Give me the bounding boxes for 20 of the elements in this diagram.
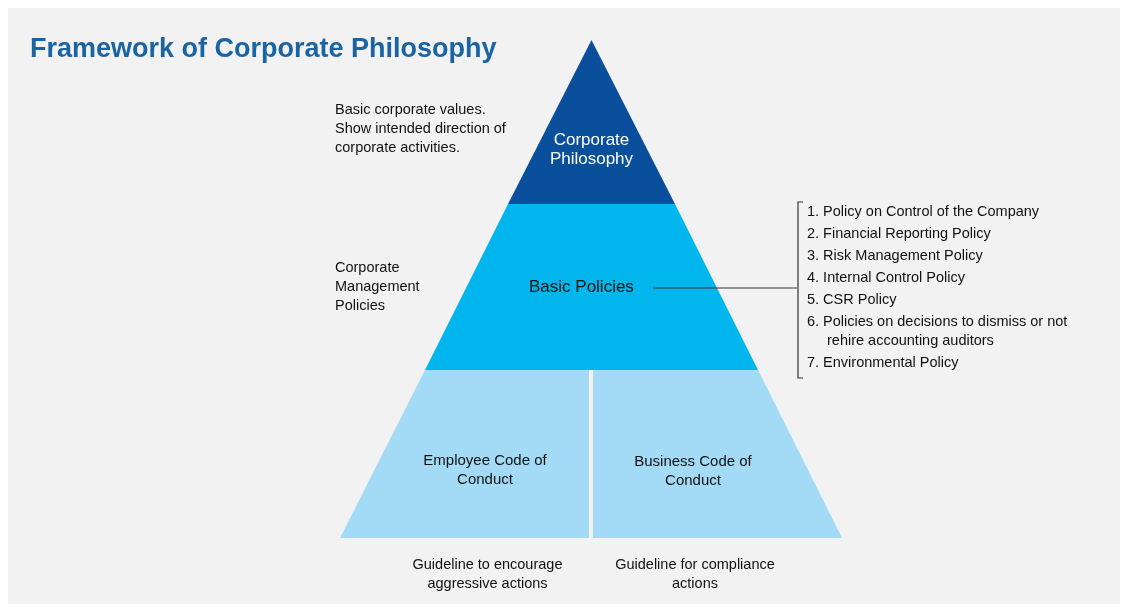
node-label: Employee Code of Conduct [422, 450, 548, 488]
connector-line [652, 287, 798, 289]
node-label: Basic Policies [529, 277, 634, 297]
pyramid-base [340, 370, 589, 538]
title: Framework of Corporate Philosophy [30, 32, 497, 64]
node-label: Corporate Philosophy [548, 130, 635, 168]
side-note: Guideline to encourage aggressive actions [411, 555, 564, 593]
list-item: 4. Internal Control Policy [807, 268, 966, 287]
node-label: Business Code of Conduct [633, 451, 753, 489]
list-item: 3. Risk Management Policy [807, 246, 984, 265]
list-item: 1. Policy on Control of the Company [807, 202, 1041, 221]
list-item: 5. CSR Policy [807, 290, 898, 309]
list-item: 2. Financial Reporting Policy [807, 224, 992, 243]
side-note: Corporate Management Policies [335, 258, 421, 315]
list-item: 6. Policies on decisions to dismiss or not rehire accounting auditors [807, 312, 1069, 350]
pyramid-base [593, 370, 842, 538]
side-note: Basic corporate values. Show intended direction of corporate activities. [335, 100, 507, 157]
pyramid-band [425, 204, 758, 370]
side-note: Guideline for compliance actions [614, 555, 776, 593]
list-item: 7. Environmental Policy [807, 353, 960, 372]
